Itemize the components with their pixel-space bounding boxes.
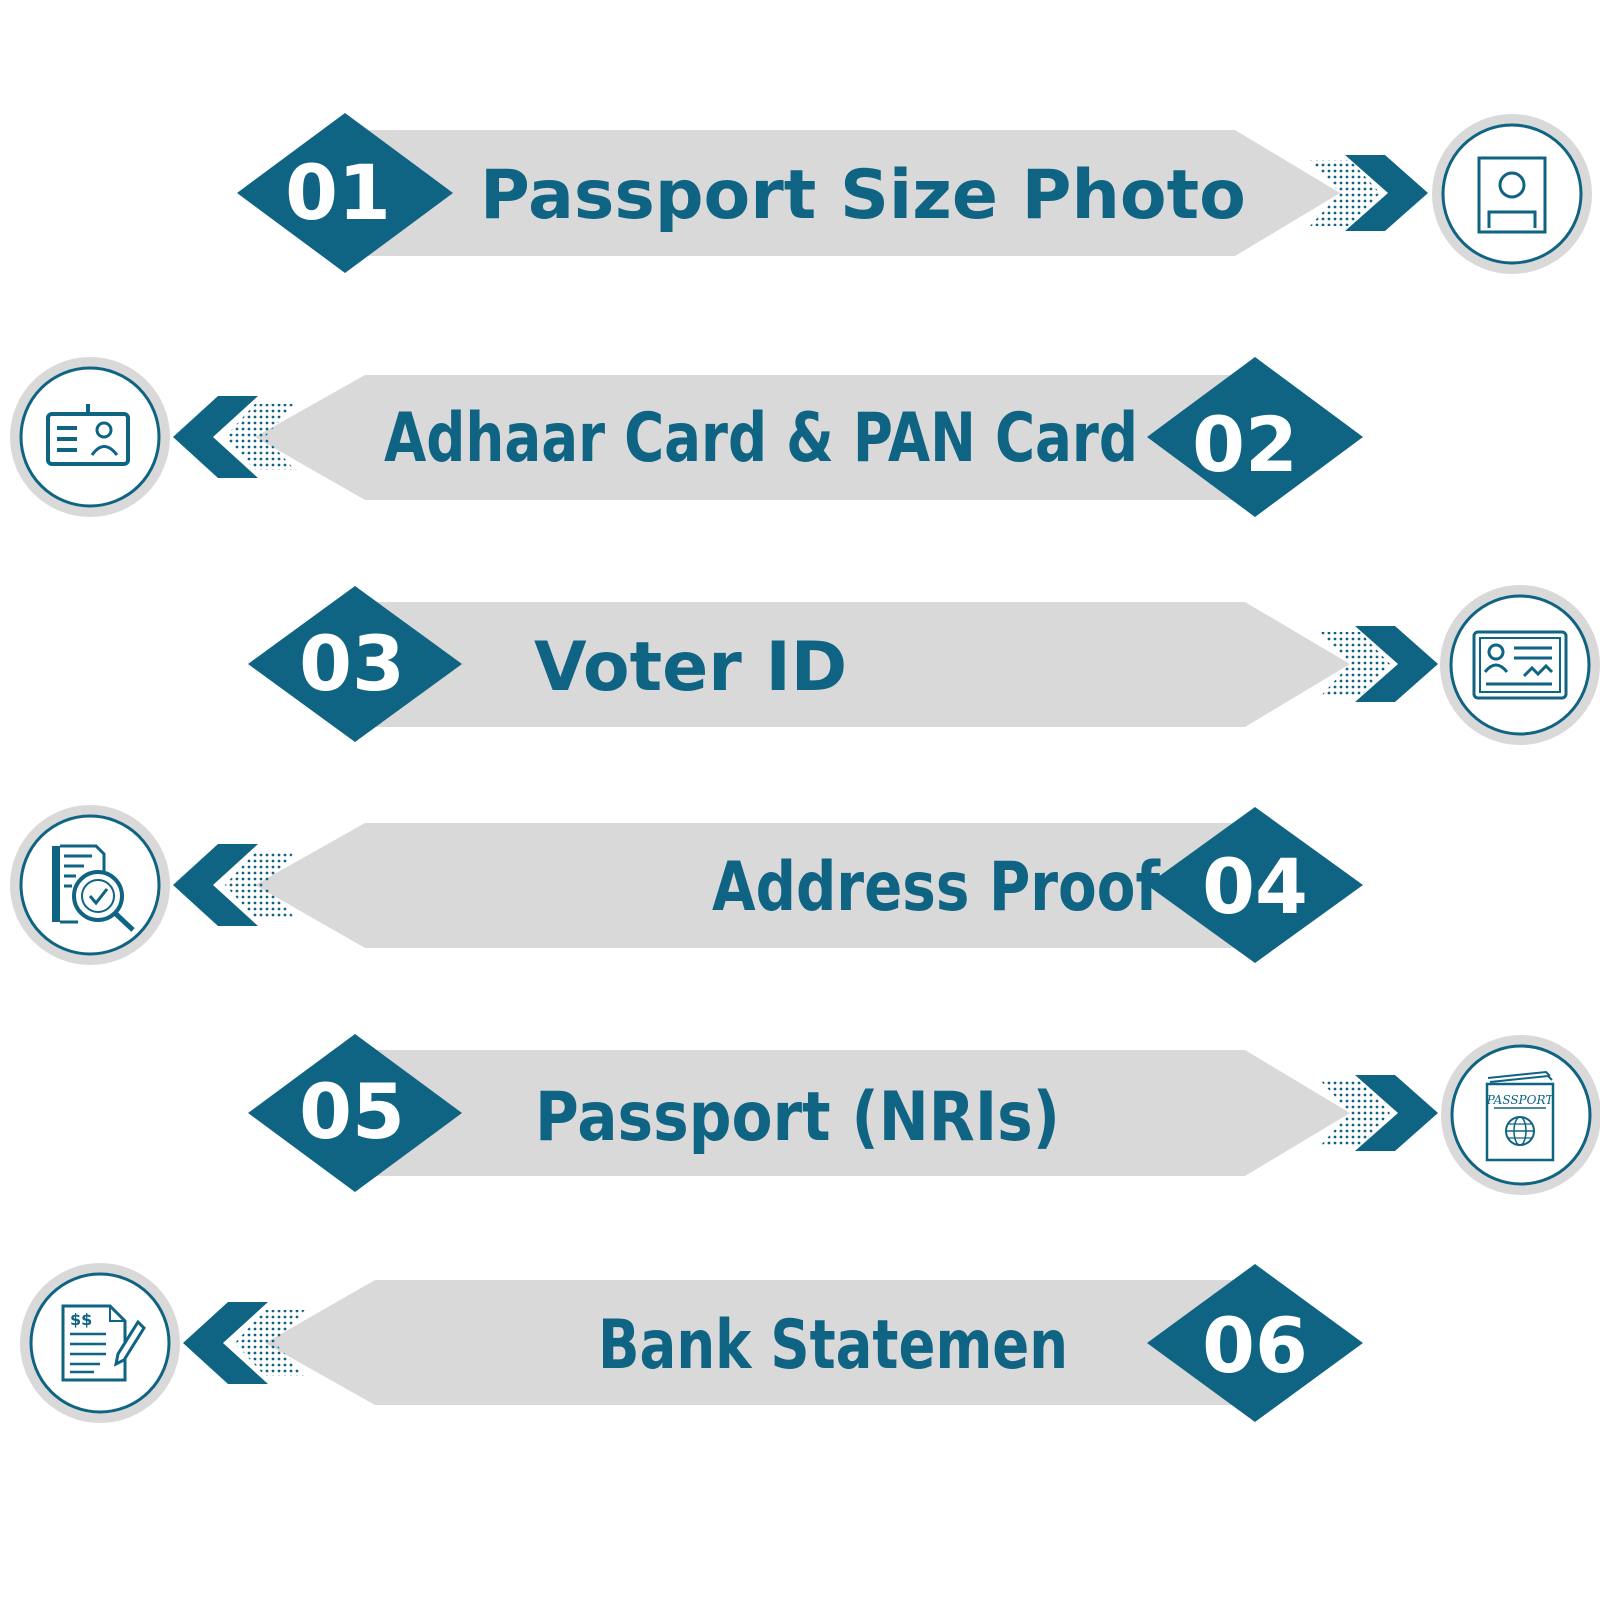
number-diamond	[1147, 357, 1363, 517]
item-label: Passport Size Photo	[480, 156, 1246, 235]
arrow-chevron	[1355, 626, 1438, 702]
item-number: 03	[299, 619, 405, 708]
dotted-chevron	[225, 852, 295, 918]
arrow-chevron	[1355, 1075, 1438, 1151]
item-row-05: 05 Passport (NRIs) PASSPORT	[248, 1034, 1600, 1195]
statement-icon-text: $$	[70, 1310, 92, 1329]
number-diamond	[1147, 807, 1363, 963]
item-band	[360, 602, 1350, 727]
item-number: 01	[285, 148, 391, 237]
arrow-chevron	[1345, 155, 1428, 231]
number-diamond	[248, 586, 462, 742]
passport-photo-icon	[1432, 114, 1592, 274]
id-card-icon	[10, 357, 170, 517]
arrow-chevron	[173, 844, 258, 926]
passport-icon-text: PASSPORT	[1486, 1093, 1555, 1107]
item-row-02: 02 Adhaar Card & PAN Card	[10, 357, 1363, 517]
item-band	[265, 1280, 1240, 1405]
item-label: Voter ID	[534, 628, 847, 707]
item-number: 04	[1202, 842, 1308, 931]
bank-statement-icon: $$	[20, 1263, 180, 1423]
item-row-03: 03 Voter ID	[248, 585, 1600, 745]
item-band	[255, 823, 1240, 948]
dotted-chevron	[1320, 1080, 1390, 1146]
dotted-chevron	[1310, 160, 1380, 226]
item-band	[255, 375, 1240, 500]
item-band	[350, 130, 1340, 256]
arrow-chevron	[183, 1302, 268, 1384]
dotted-chevron	[225, 404, 295, 470]
item-label: Bank Statemen	[598, 1306, 1068, 1385]
passport-book-icon: PASSPORT	[1441, 1035, 1600, 1195]
item-label: Adhaar Card & PAN Card	[384, 399, 1138, 478]
item-number: 05	[299, 1067, 405, 1156]
document-search-icon	[10, 805, 170, 965]
number-diamond	[237, 113, 453, 273]
item-number: 02	[1192, 400, 1298, 489]
voter-id-card-icon	[1440, 585, 1600, 745]
number-diamond	[248, 1034, 462, 1192]
number-diamond	[1147, 1264, 1363, 1422]
item-number: 06	[1202, 1301, 1308, 1390]
item-row-06: 06 Bank Statemen $$	[20, 1263, 1363, 1423]
item-band	[360, 1050, 1350, 1176]
dotted-chevron	[1320, 632, 1390, 697]
item-label: Passport (NRIs)	[535, 1078, 1060, 1157]
item-row-01: 01 Passport Size Photo	[237, 113, 1592, 274]
dotted-chevron	[235, 1310, 305, 1376]
item-label: Address Proof	[712, 848, 1161, 927]
arrow-chevron	[173, 396, 258, 478]
item-row-04: 04 Address Proof	[10, 805, 1363, 965]
